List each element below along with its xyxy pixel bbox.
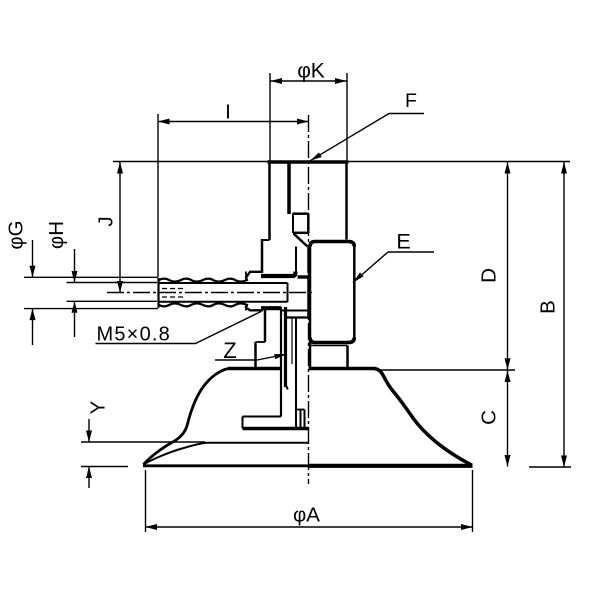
svg-text:φA: φA — [293, 504, 320, 527]
svg-text:E: E — [396, 230, 410, 254]
svg-text:D: D — [478, 268, 501, 283]
svg-text:φK: φK — [297, 60, 325, 83]
svg-text:J: J — [95, 216, 118, 226]
svg-text:Z: Z — [223, 338, 236, 363]
svg-text:φH: φH — [45, 221, 68, 249]
svg-text:φG: φG — [5, 220, 28, 249]
svg-text:M5×0.8: M5×0.8 — [97, 324, 171, 346]
svg-text:I: I — [225, 101, 231, 124]
svg-text:B: B — [537, 300, 560, 314]
svg-text:F: F — [405, 90, 417, 112]
svg-text:C: C — [478, 410, 501, 425]
svg-text:Y: Y — [87, 400, 110, 414]
